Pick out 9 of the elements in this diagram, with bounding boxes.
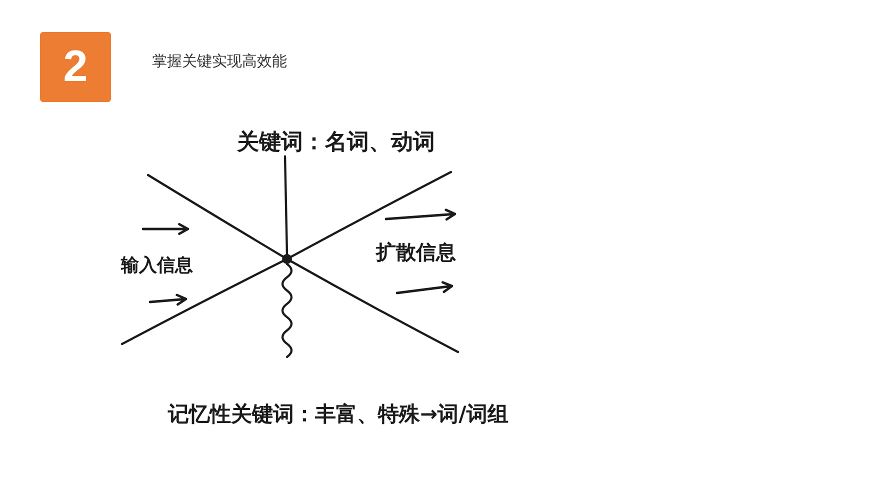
output-label: 扩散信息 bbox=[376, 240, 456, 264]
leader-line bbox=[284, 155, 288, 256]
slide-title: 掌握关键实现高效能 bbox=[152, 52, 287, 70]
input-label: 输入信息 bbox=[121, 255, 193, 277]
memory-keyword-note: 记忆性关键词：丰富、特殊→词/词组 bbox=[168, 402, 508, 428]
keyword-label: 关键词：名词、动词 bbox=[237, 130, 435, 156]
wavy-line bbox=[281, 262, 293, 358]
step-number-badge: 2 bbox=[40, 32, 111, 102]
junction-dot bbox=[282, 254, 292, 264]
